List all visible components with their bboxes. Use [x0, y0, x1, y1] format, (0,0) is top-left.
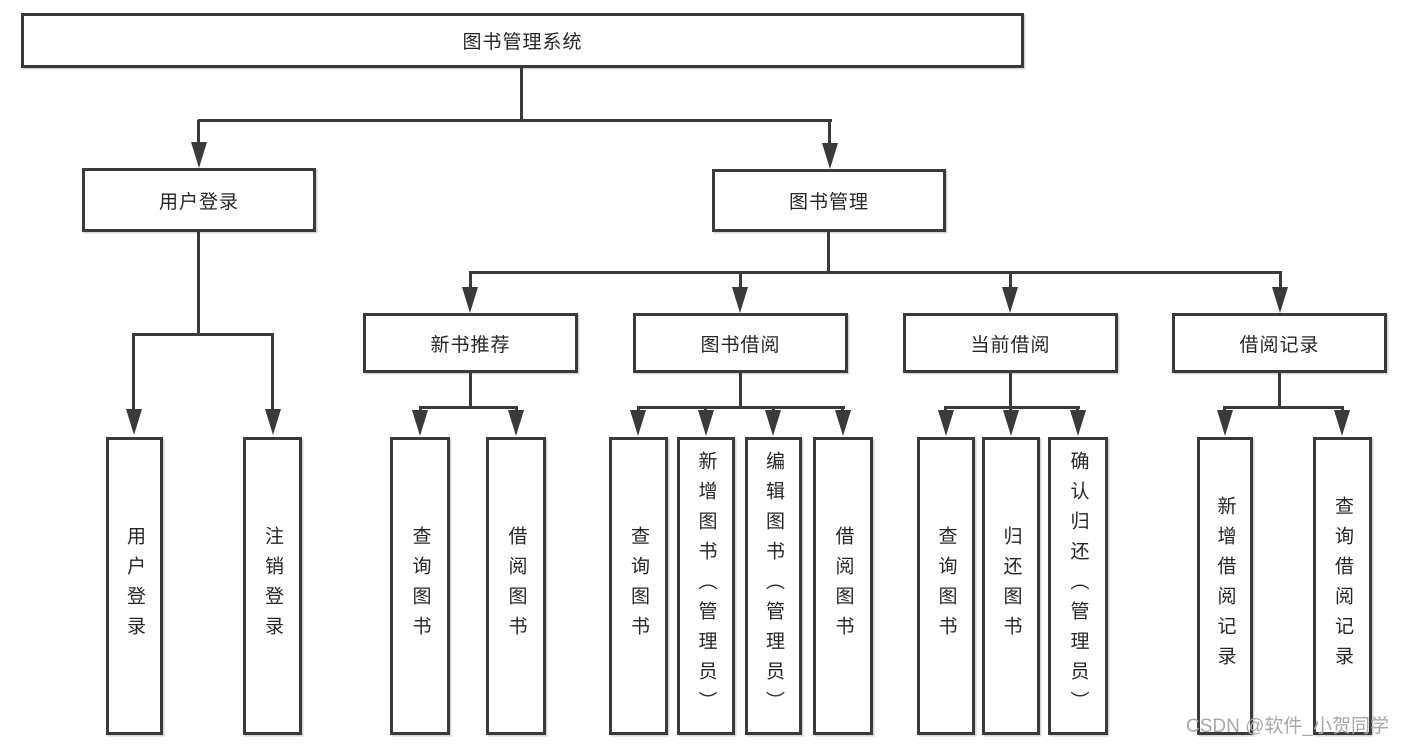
leaf-edit-books-admin: 编辑图书（管理员）: [745, 437, 802, 735]
arrowhead-down-icon: [698, 410, 714, 436]
connector-line: [1223, 407, 1226, 412]
node-label: 图书管理: [788, 192, 869, 213]
arrowhead-down-icon: [508, 410, 524, 436]
connector-line: [637, 407, 640, 412]
arrowhead-down-icon: [835, 410, 851, 436]
arrowhead-down-icon: [732, 287, 748, 313]
connector-line: [827, 232, 830, 273]
node-label: 用户登录: [158, 191, 239, 213]
node-label: 新书推荐: [430, 334, 511, 356]
connector-line: [520, 68, 523, 121]
node-borrowing-records: 借阅记录: [1172, 313, 1387, 373]
arrowhead-down-icon: [822, 143, 838, 169]
connector-line: [1009, 373, 1012, 408]
node-root-book-management-system: 图书管理系统: [21, 13, 1024, 68]
connector-line: [841, 407, 844, 412]
csdn-watermark: CSDN @软件_小贺同学: [1186, 716, 1389, 737]
leaf-query-books-current: 查询图书: [917, 437, 975, 735]
leaf-query-books-borrowing: 查询图书: [609, 437, 668, 735]
connector-line: [1223, 406, 1344, 409]
connector-line: [198, 119, 832, 122]
arrowhead-down-icon: [1002, 287, 1018, 313]
leaf-add-books-admin: 新增图书（管理员）: [677, 437, 735, 735]
connector-line: [469, 271, 1282, 274]
connector-line: [704, 407, 707, 412]
connector-line: [944, 407, 947, 412]
connector-line: [1009, 407, 1012, 412]
leaf-label: 借阅图书: [505, 526, 527, 646]
connector-line: [1076, 407, 1079, 412]
arrowhead-down-icon: [1003, 410, 1019, 436]
connector-line: [469, 272, 472, 289]
leaf-label: 借阅图书: [832, 526, 854, 646]
arrowhead-down-icon: [1070, 410, 1086, 436]
connector-line: [739, 272, 742, 289]
leaf-add-borrow-record: 新增借阅记录: [1197, 437, 1253, 735]
leaf-return-books: 归还图书: [982, 437, 1040, 735]
arrowhead-down-icon: [462, 287, 478, 313]
leaf-label: 用户登录: [124, 526, 145, 646]
connector-line: [1278, 373, 1281, 408]
connector-line: [944, 406, 1080, 409]
arrowhead-down-icon: [1272, 287, 1288, 313]
leaf-label: 查询图书: [409, 526, 431, 646]
leaf-logout: 注销登录: [243, 437, 302, 735]
connector-line: [515, 407, 518, 412]
arrowhead-down-icon: [765, 410, 781, 436]
leaf-confirm-return-admin: 确认归还（管理员）: [1048, 437, 1108, 735]
node-label: 借阅记录: [1239, 334, 1320, 356]
node-book-borrowing: 图书借阅: [633, 313, 848, 373]
node-book-management: 图书管理: [712, 169, 946, 232]
node-label: 当前借阅: [970, 334, 1051, 356]
connector-line: [132, 334, 135, 411]
connector-line: [772, 407, 775, 412]
connector-line: [739, 373, 742, 408]
arrowhead-down-icon: [1217, 410, 1233, 436]
node-new-book-recommend: 新书推荐: [363, 313, 578, 373]
connector-line: [637, 406, 845, 409]
connector-line: [419, 406, 518, 409]
leaf-label: 查询图书: [935, 526, 957, 646]
leaf-label: 新增图书（管理员）: [695, 451, 717, 721]
arrowhead-down-icon: [191, 142, 207, 168]
connector-line: [132, 333, 274, 336]
connector-line: [197, 120, 200, 146]
node-user-login: 用户登录: [82, 168, 316, 232]
leaf-query-borrow-record: 查询借阅记录: [1313, 437, 1372, 735]
leaf-user-login: 用户登录: [106, 437, 163, 735]
connector-line: [197, 232, 200, 335]
leaf-label: 编辑图书（管理员）: [763, 451, 784, 721]
leaf-label: 注销登录: [262, 526, 283, 646]
connector-line: [1009, 272, 1012, 289]
leaf-query-books-recommend: 查询图书: [390, 437, 450, 735]
connector-line: [419, 407, 422, 412]
node-label: 图书管理系统: [462, 32, 583, 53]
node-current-borrowing: 当前借阅: [903, 313, 1118, 373]
arrowhead-down-icon: [938, 410, 954, 436]
connector-line: [469, 373, 472, 408]
arrowhead-down-icon: [126, 409, 142, 435]
arrowhead-down-icon: [1334, 410, 1350, 436]
connector-line: [1341, 407, 1344, 412]
leaf-label: 确认归还（管理员）: [1067, 451, 1089, 721]
leaf-borrow-books-borrowing: 借阅图书: [813, 437, 873, 735]
leaf-borrow-books-recommend: 借阅图书: [486, 437, 546, 735]
leaf-label: 归还图书: [1000, 526, 1022, 646]
arrowhead-down-icon: [630, 410, 646, 436]
node-label: 图书借阅: [700, 334, 781, 356]
leaf-label: 查询图书: [628, 526, 649, 646]
arrowhead-down-icon: [265, 409, 281, 435]
connector-line: [828, 120, 831, 147]
connector-line: [1279, 272, 1282, 289]
leaf-label: 查询借阅记录: [1332, 496, 1353, 676]
arrowhead-down-icon: [412, 410, 428, 436]
leaf-label: 新增借阅记录: [1214, 496, 1236, 676]
connector-line: [271, 334, 274, 411]
